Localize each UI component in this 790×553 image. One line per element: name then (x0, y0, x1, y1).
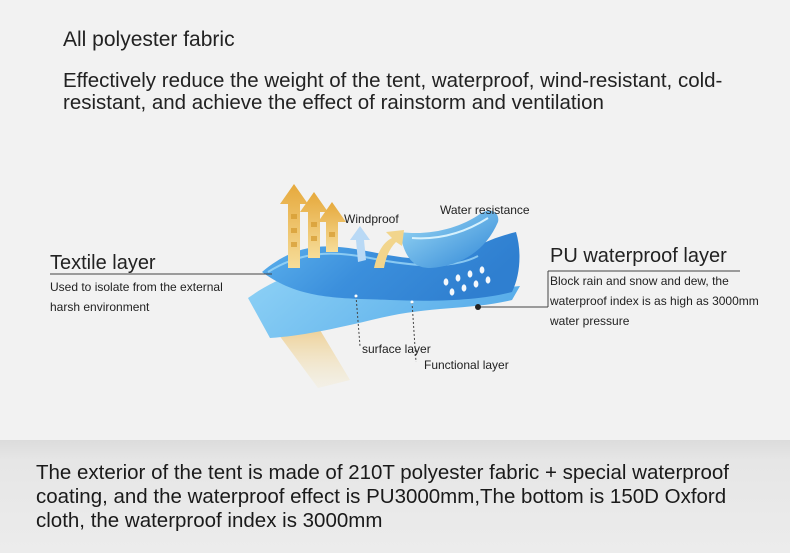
surface-layer-marker (354, 294, 358, 298)
bottom-band (0, 440, 790, 553)
windproof-label: Windproof (344, 212, 399, 226)
pu-layer-description: Block rain and snow and dew, the waterpr… (550, 271, 759, 331)
pu-waterproof-layer-title: PU waterproof layer (550, 245, 727, 267)
textile-layer-desc-line: Used to isolate from the external (50, 280, 223, 294)
functional-layer-label: Functional layer (424, 358, 509, 372)
functional-layer-marker (410, 300, 414, 304)
page-subtitle: Effectively reduce the weight of the ten… (63, 69, 723, 114)
rain-drops (443, 266, 491, 296)
ventilation-arrows (280, 184, 346, 268)
textile-layer-desc-line: harsh environment (50, 300, 150, 314)
textile-layer-description: Used to isolate from the external harsh … (50, 277, 223, 317)
fabric-specification-text: The exterior of the tent is made of 210T… (36, 461, 729, 532)
textile-layer-title: Textile layer (50, 252, 156, 274)
top-area (0, 0, 790, 440)
pu-layer-desc-line: waterproof index is as high as 3000mm (550, 294, 759, 308)
pu-layer-desc-line: Block rain and snow and dew, the (550, 274, 729, 288)
leader-lines (50, 270, 740, 363)
water-resistance-label: Water resistance (440, 203, 530, 217)
windproof-arrows (350, 226, 404, 268)
fabric-layer-diagram (50, 184, 740, 388)
pu-layer-marker (475, 304, 481, 310)
surface-layer-label: surface layer (362, 342, 431, 356)
pu-layer-desc-line: water pressure (550, 314, 630, 328)
page-title: All polyester fabric (63, 28, 235, 51)
